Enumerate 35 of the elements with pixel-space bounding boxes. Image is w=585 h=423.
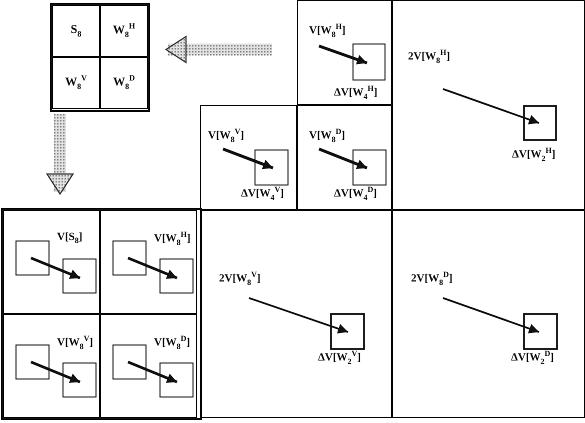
vector-label: V[W$_{8}$$^{H}$]	[309, 23, 346, 40]
subband-cell	[200, 105, 297, 210]
subband-cell	[52, 5, 100, 57]
subband-grid	[3, 210, 200, 418]
vector-label: V[W$_{8}$$^{D}$]	[309, 128, 346, 145]
vector-label: V[W$_{8}$$^{D}$]	[154, 335, 190, 352]
subband-cell	[392, 210, 585, 418]
vector-label: 2V[W$_{8}$$^{V}$]	[219, 271, 261, 288]
delta-label: ΔV[W$_{4}$$^{H}$]	[334, 85, 378, 102]
subband-cell	[100, 314, 197, 418]
vector-label: V[W$_{8}$$^{V}$]	[57, 335, 94, 352]
vector-label: V[W$_{8}$$^{H}$]	[154, 231, 191, 248]
subband-cell	[297, 0, 392, 105]
block-arrow	[46, 114, 74, 195]
vector-label: 2V[W$_{8}$$^{H}$]	[408, 49, 450, 66]
subband-cell	[200, 210, 392, 418]
subband-cell	[100, 5, 148, 57]
delta-label: ΔV[W$_{4}$$^{D}$]	[334, 186, 377, 203]
vector-label: 2V[W$_{8}$$^{D}$]	[411, 271, 453, 288]
delta-label: ΔV[W$_{4}$$^{V}$]	[241, 186, 284, 203]
delta-label: ΔV[W$_{2}$$^{V}$]	[318, 350, 361, 367]
subband-label: S$_{8}$	[70, 22, 82, 40]
subband-cell	[100, 210, 197, 314]
subband-cell	[3, 314, 100, 418]
subband-cell	[392, 0, 585, 210]
subband-cell	[52, 57, 100, 109]
vector-label: V[W$_{8}$$^{V}$]	[208, 128, 244, 145]
subband-cell	[297, 105, 392, 210]
delta-label: ΔV[W$_{2}$$^{H}$]	[512, 147, 556, 164]
subband-cell	[100, 57, 148, 109]
subband-grid	[52, 5, 148, 110]
vector-label: V[S$_{8}$]	[57, 231, 82, 246]
block-arrow	[165, 36, 272, 64]
subband-cell	[3, 210, 100, 314]
delta-label: ΔV[W$_{2}$$^{D}$]	[511, 350, 554, 367]
